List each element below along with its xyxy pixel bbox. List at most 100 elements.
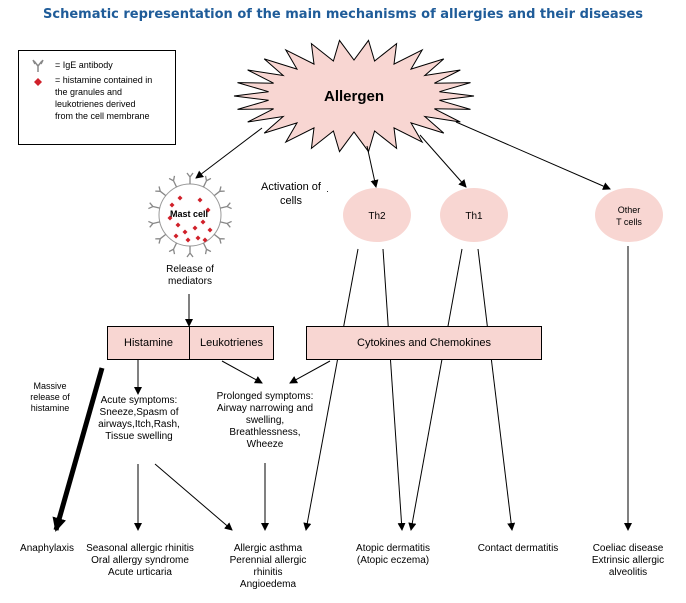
histamine-box: Histamine: [107, 326, 190, 360]
massive-line-3: histamine: [30, 403, 70, 413]
asthma-line-2: Perennial allergic: [229, 555, 307, 566]
other-t-label-1: Other: [618, 205, 641, 215]
arrow-acute-to-asthma: [154, 463, 233, 531]
histamine-granule: [185, 237, 191, 243]
outcome-contact: Contact dermatitis: [477, 543, 559, 554]
ige-antibody-icon: [186, 172, 194, 184]
legend-histamine-line-4: from the cell membrane: [55, 111, 150, 121]
histamine-granule: [182, 229, 188, 235]
th2-label: Th2: [368, 211, 386, 222]
acute-line-4: Tissue swelling: [105, 431, 173, 442]
histamine-granule: [175, 222, 181, 228]
ige-antibody-icon: [155, 186, 167, 197]
histamine-granule: [205, 207, 211, 213]
atopic-line-2: (Atopic eczema): [356, 555, 430, 566]
coeliac-line-2: Extrinsic allergic: [591, 555, 665, 566]
histamine-granule: [200, 219, 206, 225]
histamine-granule: [173, 233, 179, 239]
arrow-th1-to-contact: [477, 248, 516, 531]
activation-label: Activation of cells: [246, 180, 336, 208]
prolonged-line-1: Prolonged symptoms:: [216, 391, 314, 402]
outcome-anaphylaxis: Anaphylaxis: [20, 543, 74, 554]
arrow-leukotrienes-to-prolonged: [221, 360, 263, 384]
histamine-granule: [195, 235, 201, 241]
legend: = IgE antibody = histamine contained in …: [18, 50, 176, 145]
prolonged-line-4: Breathlessness,: [229, 427, 301, 438]
outcome-asthma: Allergic asthma Perennial allergic rhini…: [214, 543, 322, 591]
arrow-allergen-to-th1: [419, 134, 467, 188]
diagram-title: Schematic representation of the main mec…: [43, 7, 643, 22]
release-label: Release of mediators: [145, 264, 235, 288]
prolonged-line-5: Wheeze: [246, 439, 284, 450]
th1-cell: [440, 188, 508, 242]
histamine-granule: [177, 195, 183, 201]
ige-antibody-icon: [213, 233, 225, 244]
histamine-granule: [167, 215, 173, 221]
histamine-dot-icon: [34, 78, 42, 86]
legend-histamine-line-1: = histamine contained in: [55, 75, 153, 85]
legend-ige-text: = IgE antibody: [55, 60, 113, 70]
prolonged-line-3: swelling,: [245, 415, 285, 426]
asthma-line-1: Allergic asthma: [233, 543, 303, 554]
seasonal-line-1: Seasonal allergic rhinitis: [86, 543, 194, 554]
ige-antibody-icon: [168, 175, 178, 188]
arrow-th1-to-atopic: [408, 248, 463, 531]
ige-antibody-icon: [213, 186, 225, 197]
outcome-seasonal: Seasonal allergic rhinitis Oral allergy …: [78, 543, 202, 579]
ige-antibody-icon: [155, 233, 167, 244]
th2-cell: [343, 188, 411, 242]
allergen-starburst: [233, 39, 475, 153]
massive-release-label: Massive release of histamine: [20, 381, 80, 414]
histamine-granule: [192, 225, 198, 231]
legend-histamine-line-3: leukotrienes derived: [55, 99, 136, 109]
mast-cell-label: Mast cell: [170, 209, 208, 219]
prolonged-symptoms: Prolonged symptoms: Airway narrowing and…: [203, 391, 327, 451]
allergen-label: Allergen: [324, 88, 384, 105]
ige-antibody-icon: [202, 242, 212, 255]
histamine-granule: [197, 197, 203, 203]
ige-antibody-icon: [168, 242, 178, 255]
arrow-allergen-to-mast-cell: [195, 127, 263, 179]
other-t-label-2: T cells: [616, 217, 642, 227]
prolonged-line-2: Airway narrowing and: [216, 403, 314, 414]
outcome-atopic: Atopic dermatitis (Atopic eczema): [345, 543, 441, 567]
seasonal-line-2: Oral allergy syndrome: [91, 555, 189, 566]
leukotrienes-box: Leukotrienes: [189, 326, 274, 360]
massive-line-2: release of: [30, 392, 70, 402]
th1-label: Th1: [465, 211, 483, 222]
outcome-coeliac: Coeliac disease Extrinsic allergic alveo…: [582, 543, 674, 579]
ige-antibody-icon: [202, 175, 212, 188]
histamine-granule: [207, 227, 213, 233]
activation-line-1: Activation of: [261, 181, 321, 193]
activation-dot: ·: [326, 186, 329, 196]
coeliac-line-3: alveolitis: [608, 567, 648, 578]
arrow-th2-to-asthma: [303, 248, 359, 531]
asthma-line-4: Angioedema: [239, 579, 297, 590]
histamine-granule: [169, 202, 175, 208]
ige-antibody-icon: [148, 202, 160, 210]
asthma-line-3: rhinitis: [253, 567, 283, 578]
ige-antibody-icon: [32, 59, 44, 72]
massive-line-1: Massive: [33, 381, 67, 391]
legend-histamine-line-2: the granules and: [55, 87, 123, 97]
acute-symptoms: Acute symptoms: Sneeze,Spasm of airways,…: [88, 395, 190, 443]
ige-antibody-icon: [220, 220, 232, 228]
ige-antibody-icon: [186, 246, 194, 258]
histamine-granule: [202, 237, 208, 243]
mast-cell: Mast cell: [148, 172, 232, 258]
acute-line-2: Sneeze,Spasm of: [99, 407, 179, 418]
acute-line-1: Acute symptoms:: [100, 395, 178, 406]
arrow-th2-to-atopic: [382, 248, 406, 531]
activation-line-2: cells: [279, 195, 302, 207]
arrow-cytokines-to-prolonged: [289, 360, 331, 384]
seasonal-line-3: Acute urticaria: [108, 567, 172, 578]
ige-antibody-icon: [148, 220, 160, 228]
coeliac-line-1: Coeliac disease: [592, 543, 664, 554]
cytokines-box: Cytokines and Chemokines: [306, 326, 542, 360]
other-t-cells: [595, 188, 663, 242]
atopic-line-1: Atopic dermatitis: [356, 543, 430, 554]
release-line-1: Release of: [166, 264, 214, 275]
arrow-allergen-to-th2: [366, 145, 379, 188]
acute-line-3: airways,Itch,Rash,: [98, 419, 180, 430]
arrow-allergen-to-other-t: [455, 121, 611, 190]
